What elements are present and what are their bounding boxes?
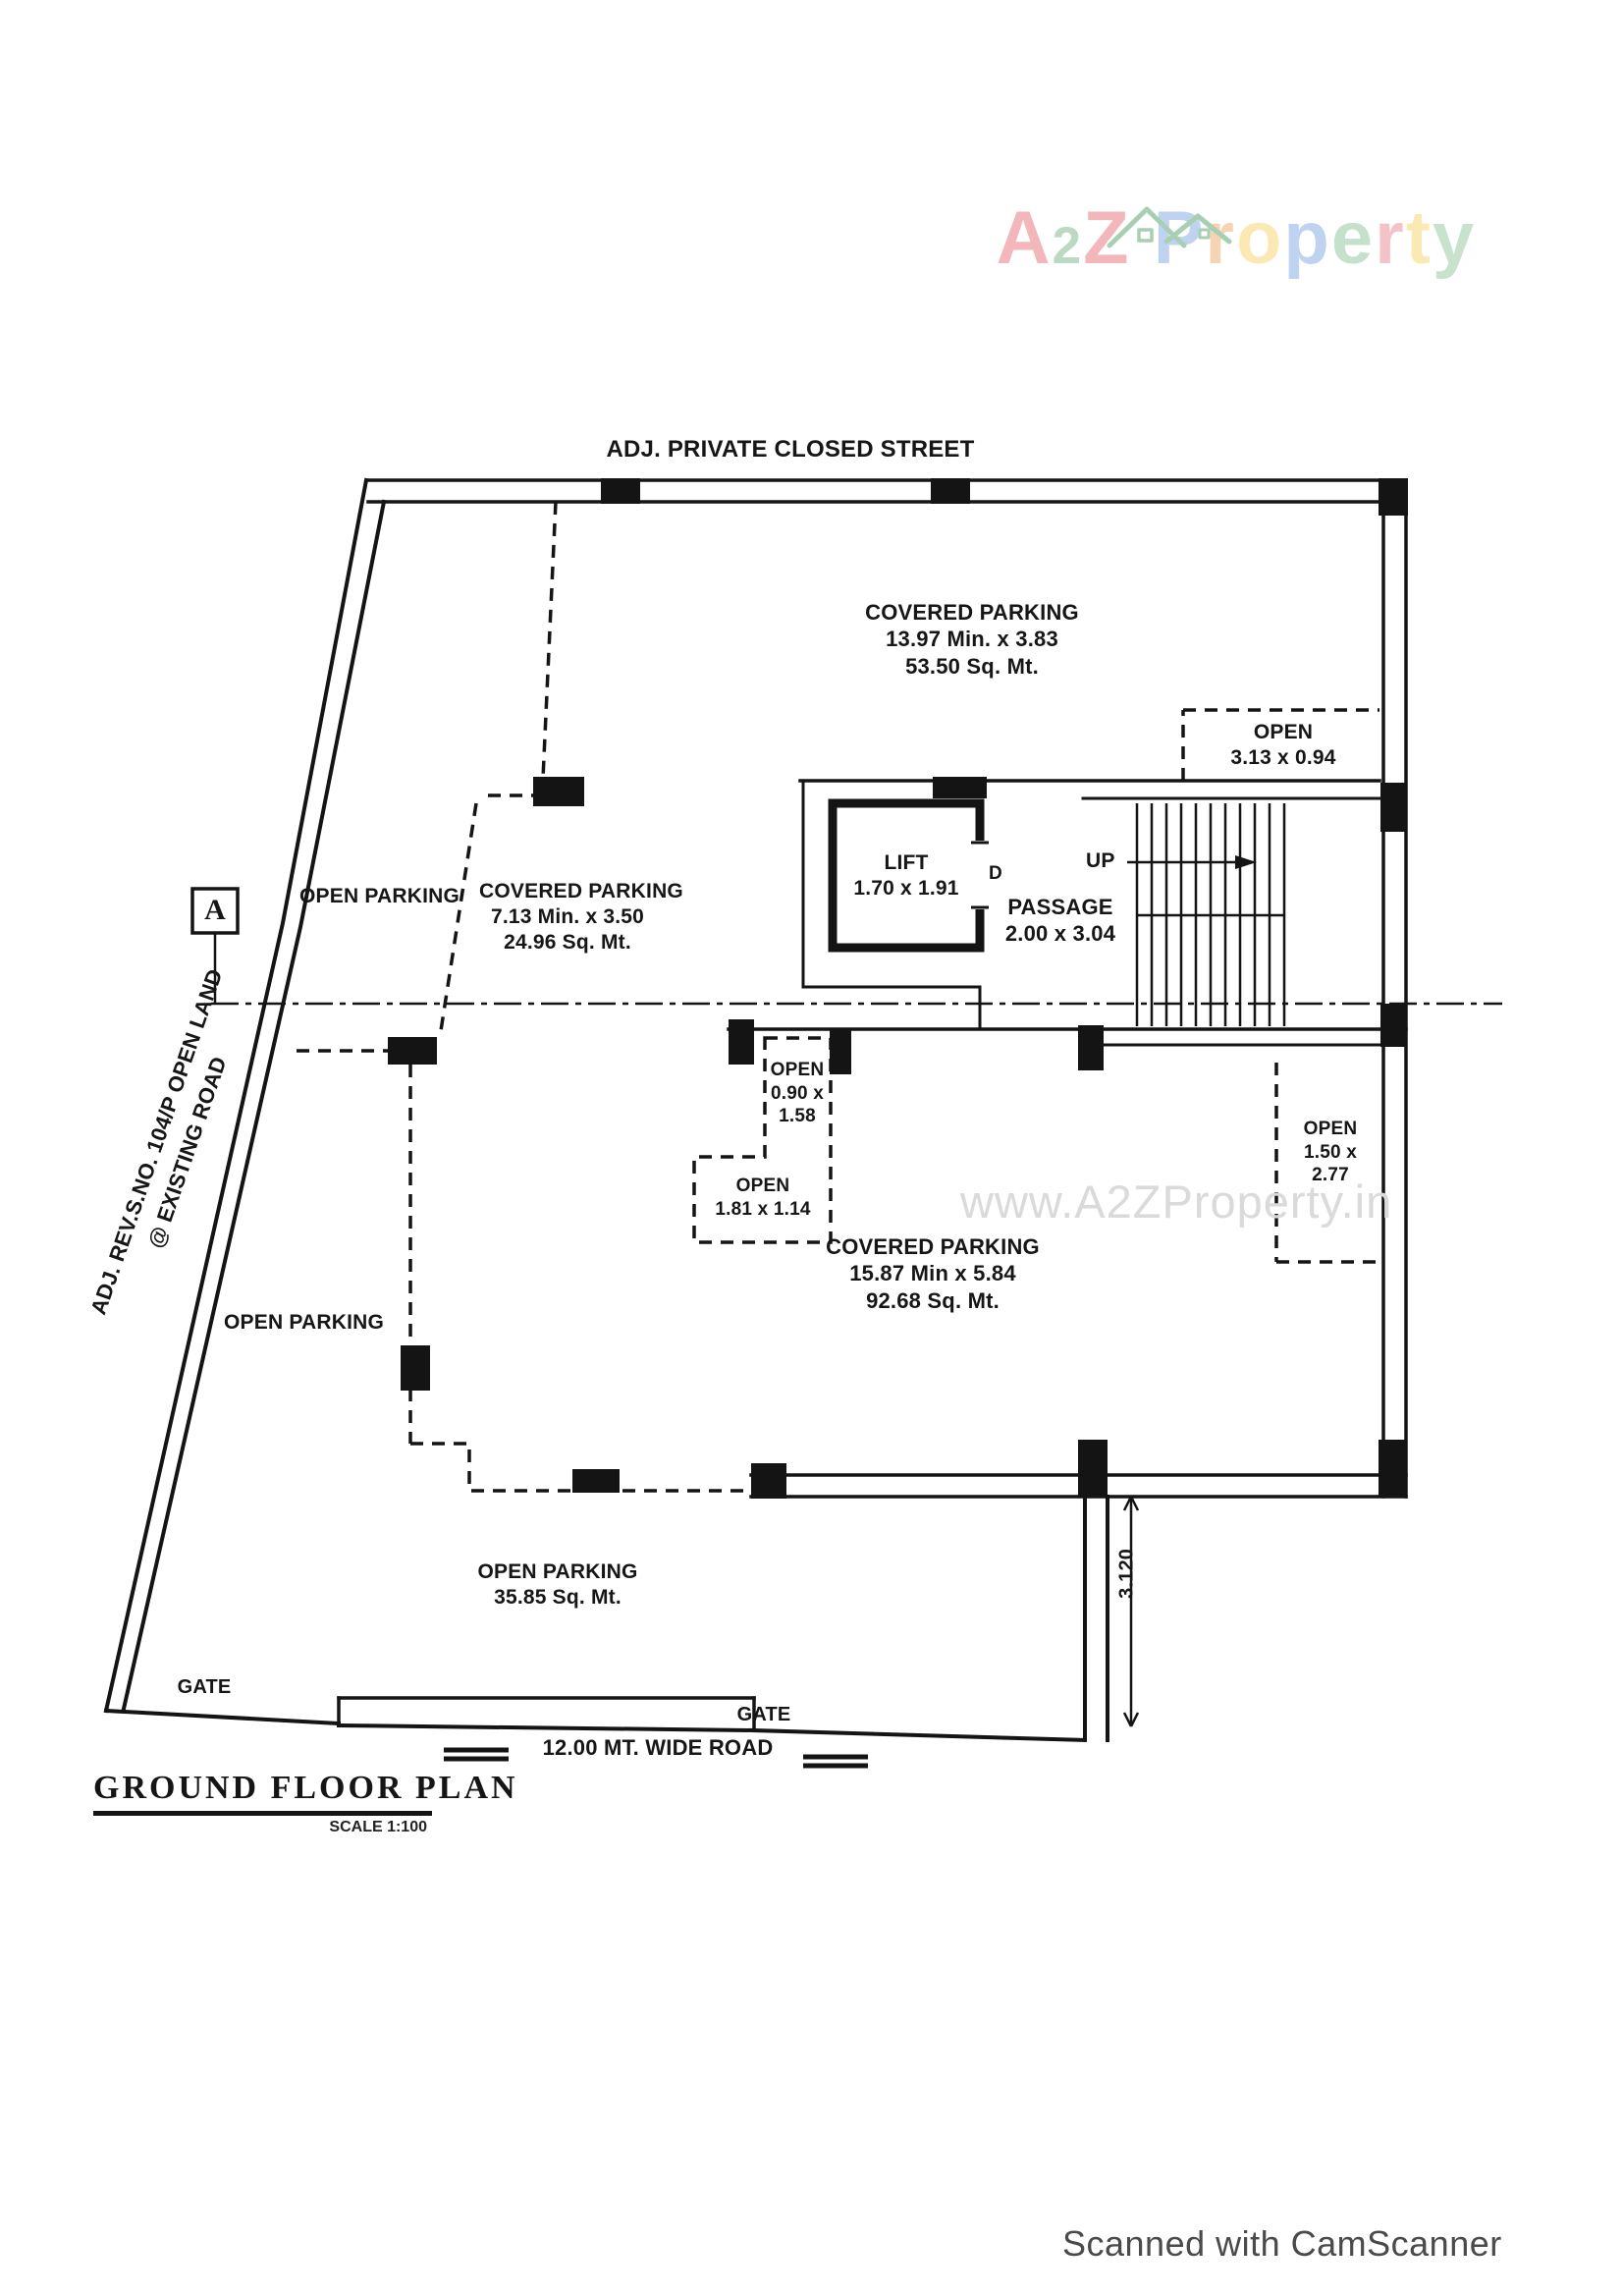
plan-scale: SCALE 1:100 [329, 1819, 427, 1835]
open-top-right-label: OPEN 3.13 x 0.94 [1190, 720, 1377, 771]
open-mid-upper-label: OPEN 0.90 x 1.58 [758, 1059, 837, 1128]
watermark: www.A2ZProperty.in [960, 1175, 1393, 1228]
logo-letter: 2 [1052, 217, 1084, 275]
open-right-line1: OPEN [1303, 1119, 1358, 1139]
lift-shaft [828, 798, 990, 953]
covered-parking-top-line2: 13.97 Min. x 3.83 [886, 627, 1058, 652]
walls [103, 477, 1408, 1743]
street-label: ADJ. PRIVATE CLOSED STREET [606, 436, 975, 463]
open-top-right-line2: 3.13 x 0.94 [1230, 746, 1336, 770]
section-marker [190, 887, 240, 1004]
up-label: UP [1086, 849, 1115, 872]
passage-label: PASSAGE 2.00 x 3.04 [987, 894, 1134, 948]
covered-parking-left-line1: COVERED PARKING [479, 880, 683, 902]
door-label: D [989, 863, 1002, 884]
open-mid-lower-line2: 1.81 x 1.14 [715, 1198, 811, 1220]
passage-line2: 2.00 x 3.04 [1004, 921, 1116, 947]
logo-letter: p [1283, 196, 1331, 280]
entry-dimension-label: 3.120 [1115, 1548, 1138, 1599]
up-arrow [1127, 855, 1257, 869]
open-mid-upper-line1: OPEN [770, 1060, 825, 1080]
logo-letter: Z [1083, 196, 1131, 280]
gate-right-label: GATE [736, 1704, 791, 1725]
covered-parking-main-label: COVERED PARKING 15.87 Min x 5.84 92.68 S… [776, 1233, 1090, 1314]
covered-parking-left-label: COVERED PARKING 7.13 Min. x 3.50 24.96 S… [479, 879, 683, 956]
open-parking-bottom-line2: 35.85 Sq. Mt. [494, 1586, 622, 1610]
scanner-credit: Scanned with CamScanner [1062, 2223, 1502, 2264]
lift-line1: LIFT [884, 851, 929, 874]
logo-house-icon [965, 98, 1249, 355]
covered-parking-top-label: COVERED PARKING 13.97 Min. x 3.83 53.50 … [815, 599, 1129, 680]
dimension-line [1122, 1496, 1140, 1727]
logo-letter: r [1205, 196, 1236, 280]
staircase [1135, 803, 1286, 1026]
lift-label: LIFT 1.70 x 1.91 [833, 850, 980, 902]
logo-letters: A2Z Property [997, 196, 1477, 280]
open-right-line2: 1.50 x [1303, 1141, 1358, 1163]
covered-parking-left-line2: 7.13 Min. x 3.50 [490, 905, 645, 929]
covered-parking-main-line2: 15.87 Min x 5.84 [849, 1261, 1016, 1286]
covered-parking-top-line3: 53.50 Sq. Mt. [905, 653, 1039, 679]
section-marker-label: A [204, 894, 226, 926]
open-mid-upper-line2: 0.90 x [770, 1082, 825, 1104]
open-right-label: OPEN 1.50 x 2.77 [1281, 1118, 1379, 1187]
logo-letter: e [1330, 196, 1376, 280]
covered-parking-main-line1: COVERED PARKING [826, 1234, 1040, 1259]
covered-parking-top-line1: COVERED PARKING [865, 600, 1079, 625]
gate-left-label: GATE [177, 1676, 232, 1698]
open-parking-lower-label: OPEN PARKING [224, 1311, 385, 1334]
covered-parking-left-line3: 24.96 Sq. Mt. [504, 931, 631, 955]
open-parking-upper-label: OPEN PARKING [299, 885, 460, 907]
plan-title: GROUND FLOOR PLAN [93, 1770, 515, 1816]
columns [388, 478, 1408, 1499]
road-width-label: 12.00 MT. WIDE ROAD [542, 1735, 774, 1760]
logo-letter: A [996, 196, 1053, 280]
open-mid-lower-label: OPEN 1.81 x 1.14 [689, 1175, 837, 1221]
logo-letter: y [1433, 196, 1477, 280]
logo-letter: t [1405, 196, 1433, 280]
open-top-right-line1: OPEN [1253, 721, 1314, 743]
lift-line2: 1.70 x 1.91 [853, 877, 959, 901]
open-parking-bottom-line1: OPEN PARKING [477, 1560, 638, 1583]
a2z-property-logo: A2Z Property [908, 110, 1476, 280]
open-mid-upper-line3: 1.58 [779, 1106, 816, 1127]
open-mid-lower-line1: OPEN [735, 1175, 790, 1196]
road-dim-marks [444, 1747, 868, 1769]
logo-letter: r [1375, 196, 1406, 280]
logo-letter: o [1235, 196, 1284, 280]
covered-parking-main-line3: 92.68 Sq. Mt. [866, 1287, 1000, 1313]
open-parking-bottom-label: OPEN PARKING 35.85 Sq. Mt. [469, 1559, 646, 1611]
open-right-line3: 2.77 [1312, 1165, 1349, 1186]
passage-line1: PASSAGE [1007, 895, 1113, 919]
